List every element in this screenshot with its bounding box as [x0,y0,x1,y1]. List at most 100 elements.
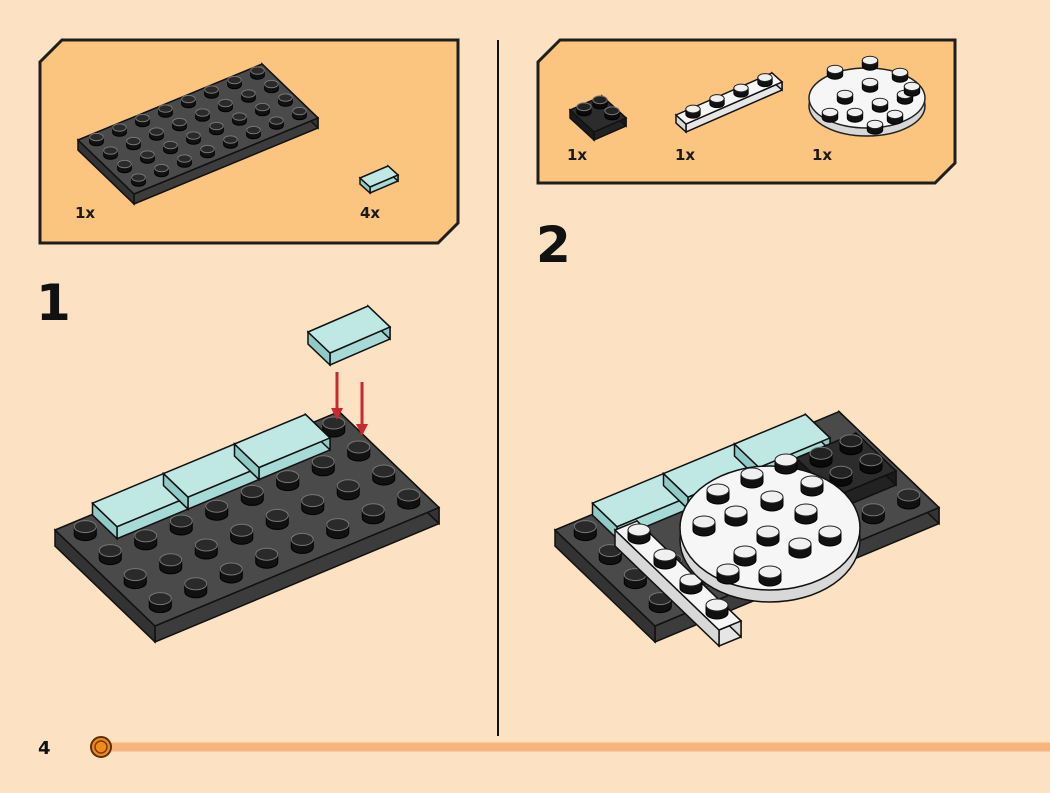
stud-top [604,106,620,116]
part-qty: 1x [675,146,695,164]
stud-top [250,66,265,75]
progress-marker [90,736,112,758]
stud-top [209,121,224,131]
stud-top [140,150,155,159]
step-number: 2 [536,216,571,274]
stud-top [821,107,839,118]
stud-top [112,123,127,132]
stud-top [794,503,818,517]
stud-top [372,464,396,478]
brick-top [306,305,392,354]
stud-top [861,77,879,88]
stud-top [685,104,701,114]
stud-top [103,146,118,155]
stud-top [705,598,729,612]
stud-top [397,488,421,502]
stud-top [846,107,864,118]
stud-top [839,434,863,448]
stud-top [818,525,842,539]
tile-1x2 [233,412,332,482]
stud-top [169,514,193,528]
stud-top [829,465,853,479]
round-plate-4x4 [679,453,861,603]
stud-top [756,525,780,539]
stud-top [149,127,164,136]
stud-top [89,132,104,142]
stud-top [758,565,782,579]
stud-top [627,523,651,537]
stud-top [246,125,261,135]
stud-top [265,508,289,522]
stud-top [172,117,187,127]
stud-top [184,577,208,591]
stud-top [135,113,150,123]
stud-top [232,112,247,121]
stud-top [177,154,192,163]
stud-top [205,499,229,513]
part-qty: 4x [360,204,380,222]
stud-top [760,490,784,504]
part-plate-4x8 [76,62,320,206]
stud-top [154,163,169,173]
stud-top [800,475,824,489]
stud-top [219,562,243,576]
stud-top [716,563,740,577]
stud-top [886,109,904,120]
stud-top [301,494,325,508]
stud-top [131,173,146,182]
stud-top [163,140,178,150]
stud-top [204,85,219,94]
tile-1x2-placing [306,304,392,367]
stud-top [757,73,773,82]
progress-marker-inner [94,740,108,754]
stud-top [871,97,889,108]
stud-top [269,116,284,125]
part-corner-plate [568,94,628,142]
stud-top [891,67,909,78]
stud-top [158,104,173,113]
stud-top [826,64,844,75]
part-plate-1x4 [674,71,784,134]
stud-top [240,484,264,498]
stud-top [73,520,97,534]
stud-top [123,568,147,582]
stud-top [276,470,300,484]
stud-top [861,503,885,517]
stud-top [278,93,293,102]
brick-top [733,413,832,469]
stud-top [861,55,879,66]
stud-top [230,523,254,537]
stud-top [255,547,279,561]
stud-top [709,94,725,103]
arrow-head [356,424,368,436]
stud-top [292,106,307,116]
stud-top [336,479,360,493]
stud-top [186,131,201,140]
stud-top [134,529,158,543]
stud-top [733,83,749,93]
stud-top [903,81,921,92]
stud-top [573,520,597,534]
part-tile-1x2 [358,164,400,195]
stud-top [733,545,757,559]
stud-top [227,75,242,85]
brick-top [358,165,400,188]
stud-top [195,108,210,117]
stud-top [740,467,764,481]
stud-top [181,94,196,104]
arrow-head [331,408,343,420]
stud-top [148,592,172,606]
stud-top [218,98,233,108]
stud-top [576,102,592,112]
stud-top [290,532,314,546]
stud-top [264,79,279,89]
stud-top [98,544,122,558]
stud-top [200,144,215,154]
stud-top [724,505,748,519]
plate-1x4 [613,519,743,648]
stud-top [223,135,238,144]
part-round-plate [808,55,926,137]
stud-top [809,446,833,460]
stud-top [347,440,371,454]
